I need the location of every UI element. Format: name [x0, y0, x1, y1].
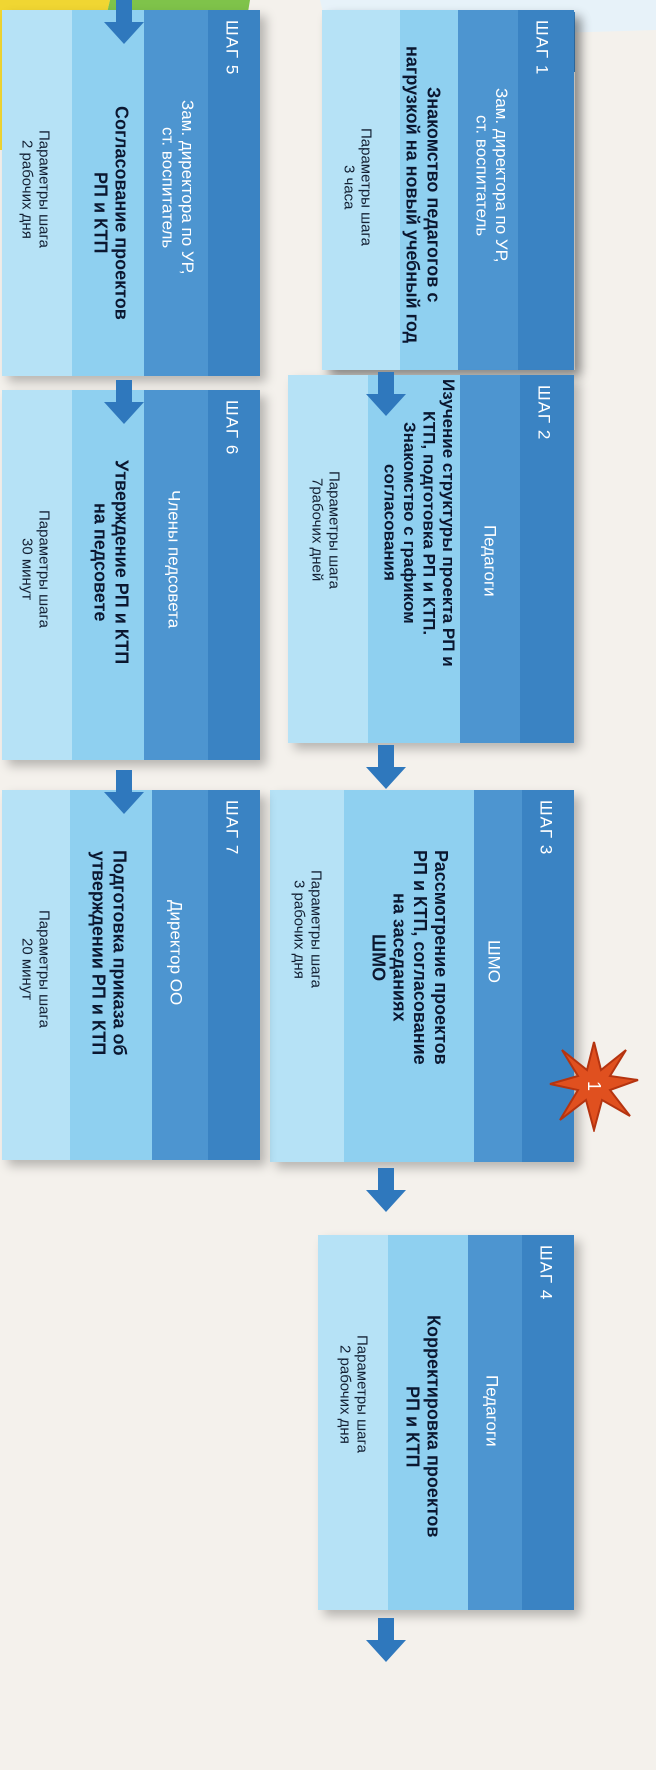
- step-4-number: ШАГ 4: [536, 1245, 556, 1301]
- arrow-step-3-to-4: [366, 1168, 406, 1212]
- arrow-step-2-to-3: [366, 745, 406, 789]
- step-7-role-text: Директор ОО: [166, 900, 186, 1006]
- step-1-role-text: Зам. директора по УР, ст. воспитатель: [472, 88, 512, 263]
- step-6: ШАГ 6 Члены педсовета Утверждение РП и К…: [2, 390, 260, 760]
- step-1: ШАГ 1 Зам. директора по УР, ст. воспитат…: [322, 10, 574, 370]
- step-2-role-text: Педагоги: [480, 525, 500, 597]
- arrow-into-step-5: [104, 0, 144, 44]
- step-7-params: Параметры шага 20 минут: [18, 910, 53, 1028]
- step-4-role-text: Педагоги: [482, 1375, 502, 1447]
- step-5: ШАГ 5 Зам. директора по УР, ст. воспитат…: [2, 10, 260, 376]
- step-4-params: Параметры шага 2 рабочих дня: [336, 1335, 371, 1453]
- step-3-role-text: ШМО: [484, 940, 504, 983]
- arrow-step-4-out: [366, 1618, 406, 1662]
- step-6-title: Утверждение РП и КТП на педсовете: [90, 460, 132, 665]
- step-5-title: Согласование проектов РП и КТП: [90, 106, 132, 320]
- step-2-params: Параметры шага 7рабочих дней: [308, 471, 343, 589]
- step-1-number: ШАГ 1: [532, 20, 552, 76]
- step-4: ШАГ 4 Педагоги Корректировка проектов РП…: [318, 1235, 574, 1610]
- arrow-step-6-to-7: [104, 770, 144, 814]
- step-3-title: Рассмотрение проектов РП и КТП, согласов…: [368, 850, 451, 1065]
- step-5-params: Параметры шага 2 рабочих дня: [18, 130, 53, 248]
- step-3-number: ШАГ 3: [536, 800, 556, 856]
- step-3-params: Параметры шага 3 рабочих дня: [290, 870, 325, 988]
- step-6-params: Параметры шага 30 минут: [18, 510, 53, 628]
- step-5-role-text: Зам. директора по УР, ст. воспитатель: [158, 100, 198, 275]
- step-1-title: Знакомство педагогов с нагрузкой на новы…: [402, 46, 444, 344]
- step-2-number: ШАГ 2: [534, 385, 554, 441]
- step-6-role-text: Члены педсовета: [164, 490, 184, 629]
- step-2-title: Изучение структуры проекта РП и КТП, под…: [380, 379, 459, 667]
- step-7-title: Подготовка приказа об утверждении РП и К…: [88, 850, 130, 1056]
- step-7-number: ШАГ 7: [222, 800, 242, 856]
- step-1-params: Параметры шага 3 часа: [340, 128, 375, 246]
- starburst-marker: 1: [549, 1041, 639, 1132]
- step-2: ШАГ 2 Педагоги Изучение структуры проект…: [288, 375, 574, 743]
- step-7: ШАГ 7 Директор ОО Подготовка приказа об …: [2, 790, 260, 1160]
- step-6-number: ШАГ 6: [222, 400, 242, 456]
- step-3: ШАГ 3 ШМО Рассмотрение проектов РП и КТП…: [270, 790, 574, 1162]
- arrow-step-1-to-2: [366, 372, 406, 416]
- arrow-step-5-to-6: [104, 380, 144, 424]
- step-5-number: ШАГ 5: [222, 20, 242, 76]
- step-4-title: Корректировка проектов РП и КТП: [402, 1315, 444, 1538]
- marker-label: 1: [584, 1081, 604, 1091]
